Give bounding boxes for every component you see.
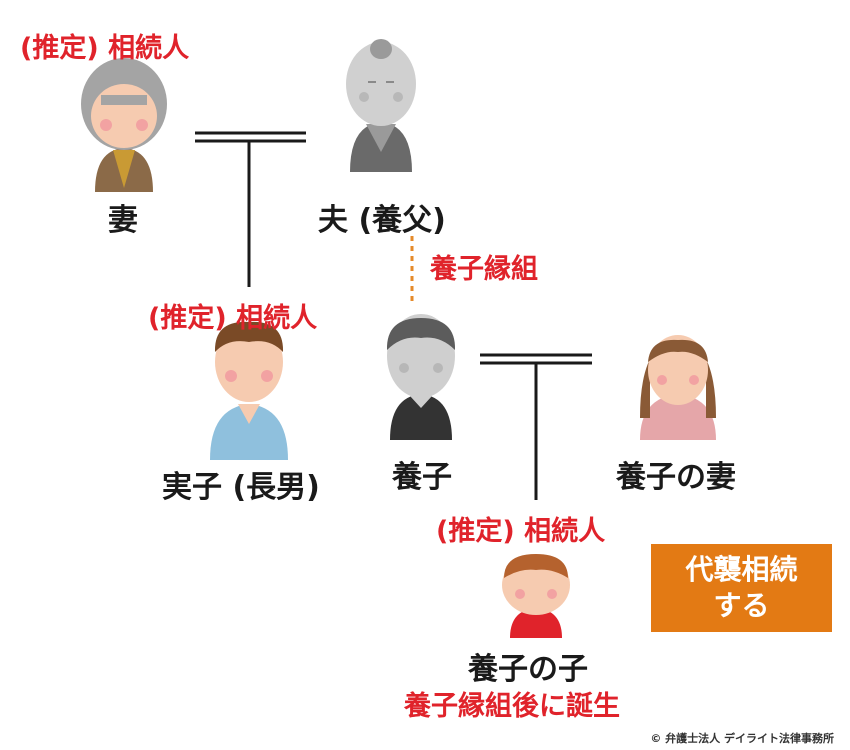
representation-badge: 代襲相続 する [651,544,832,632]
husband-label: 夫 (養父) [318,203,446,238]
adopted-child-heir-tag: (推定) 相続人 [436,516,606,547]
wife-heir-tag: (推定) 相続人 [20,33,190,64]
badge-line1: 代襲相続 [685,553,798,586]
adopted-son-wife-figure [640,335,716,440]
adopted-son-figure [386,314,456,440]
adoption-label: 養子縁組 [430,254,538,285]
adopted-child-figure [502,554,570,638]
adopted-son-label: 養子 [392,460,452,495]
marriage-line-adopted [480,353,592,500]
badge-line2: する [713,589,770,622]
husband-figure [346,39,416,172]
marriage-line-parents [195,131,306,287]
wife-figure [81,58,167,192]
wife-label: 妻 [108,203,138,238]
biological-son-heir-tag: (推定) 相続人 [148,303,318,334]
biological-son-figure [210,321,288,460]
adopted-child-note: 養子縁組後に誕生 [404,691,620,722]
copyright-text: © 弁護士法人 デイライト法律事務所 [650,732,834,745]
adopted-child-label: 養子の子 [468,652,588,687]
adopted-son-wife-label: 養子の妻 [616,460,736,495]
biological-son-label: 実子 (長男) [162,470,320,505]
